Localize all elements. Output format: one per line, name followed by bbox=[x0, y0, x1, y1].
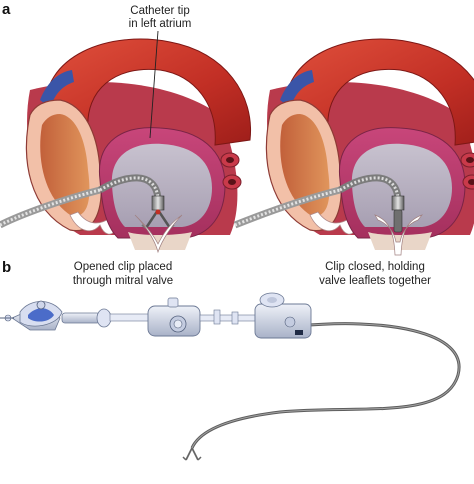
panel-b-label: b bbox=[2, 259, 11, 276]
callout-catheter-tip-line-1: Catheter tip bbox=[130, 5, 189, 17]
caption-opened-clip-line-2: through mitral valve bbox=[73, 275, 173, 287]
callout-catheter-tip-line-2: in left atrium bbox=[129, 18, 192, 30]
panel-a-label: a bbox=[2, 1, 11, 18]
callout-leader-line bbox=[149, 30, 159, 139]
caption-clip-closed-line-2: valve leaflets together bbox=[319, 275, 431, 287]
heart-illustration-closed-clip bbox=[233, 38, 474, 256]
caption-clip-closed-line-1: Clip closed, holding bbox=[325, 261, 425, 273]
heart-illustration-open-clip bbox=[0, 38, 252, 254]
caption-opened-clip-line-1: Opened clip placed bbox=[74, 261, 172, 273]
clip-delivery-system bbox=[0, 292, 461, 461]
